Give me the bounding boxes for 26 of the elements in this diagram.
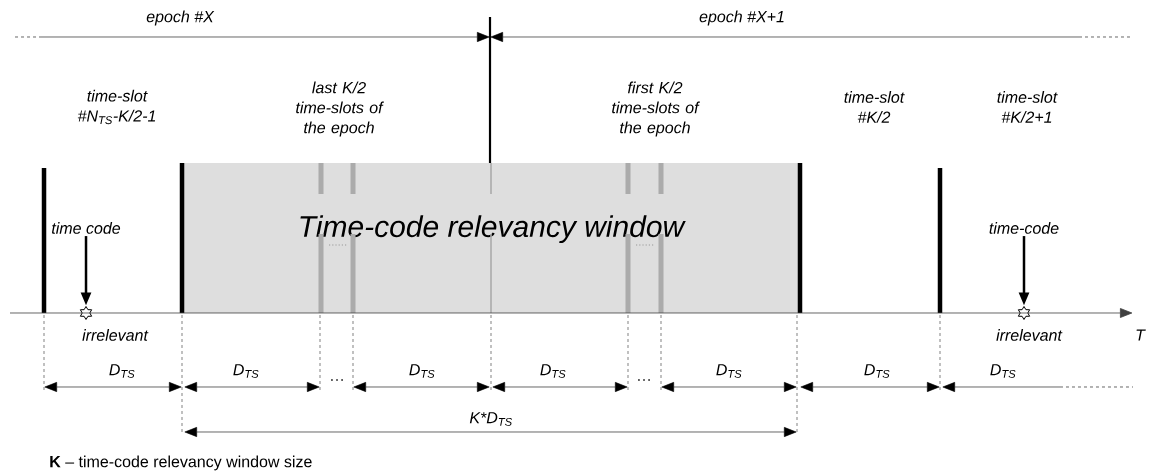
note: K – time-code relevancy window size	[50, 455, 312, 471]
epoch-label: epoch #X+1	[699, 10, 784, 26]
ellipsis: …	[638, 379, 650, 381]
dimension-label: D$_{TS}$	[990, 364, 1016, 378]
time-slot-label: time-slot #K/2	[844, 91, 905, 123]
dimension-label: D$_{TS}$	[716, 364, 742, 378]
star-mark	[79, 306, 93, 320]
text-label: time code	[52, 222, 121, 234]
ellipsis: …	[331, 379, 343, 381]
dimension-label: K*D$_{TS}$	[469, 412, 513, 426]
dimension-label: D$_{TS}$	[109, 364, 135, 378]
time-slot-label: time-slot #K/2+1	[997, 91, 1058, 123]
star-mark	[1017, 306, 1031, 320]
time-slot-label: time-slot #N$_{TS}$-K/2-1	[77, 89, 156, 125]
epoch-label: epoch #X	[146, 10, 215, 26]
dimension-label: D$_{TS}$	[233, 364, 259, 378]
text-label: irrelevant	[82, 329, 149, 341]
dimension-label: D$_{TS}$	[540, 364, 566, 378]
time-slot-label: last K/2 time-slots of the epoch	[296, 81, 384, 137]
axis-label: T	[1136, 329, 1146, 341]
text-label: time-code	[989, 222, 1059, 234]
dimension-label: D$_{TS}$	[409, 364, 435, 378]
relevancy-window: Time-code relevancy window	[182, 163, 800, 313]
text-label: irrelevant	[996, 329, 1063, 341]
time-slot-label: first K/2 time-slots of the epoch	[612, 81, 700, 137]
dimension-label: D$_{TS}$	[864, 364, 890, 378]
